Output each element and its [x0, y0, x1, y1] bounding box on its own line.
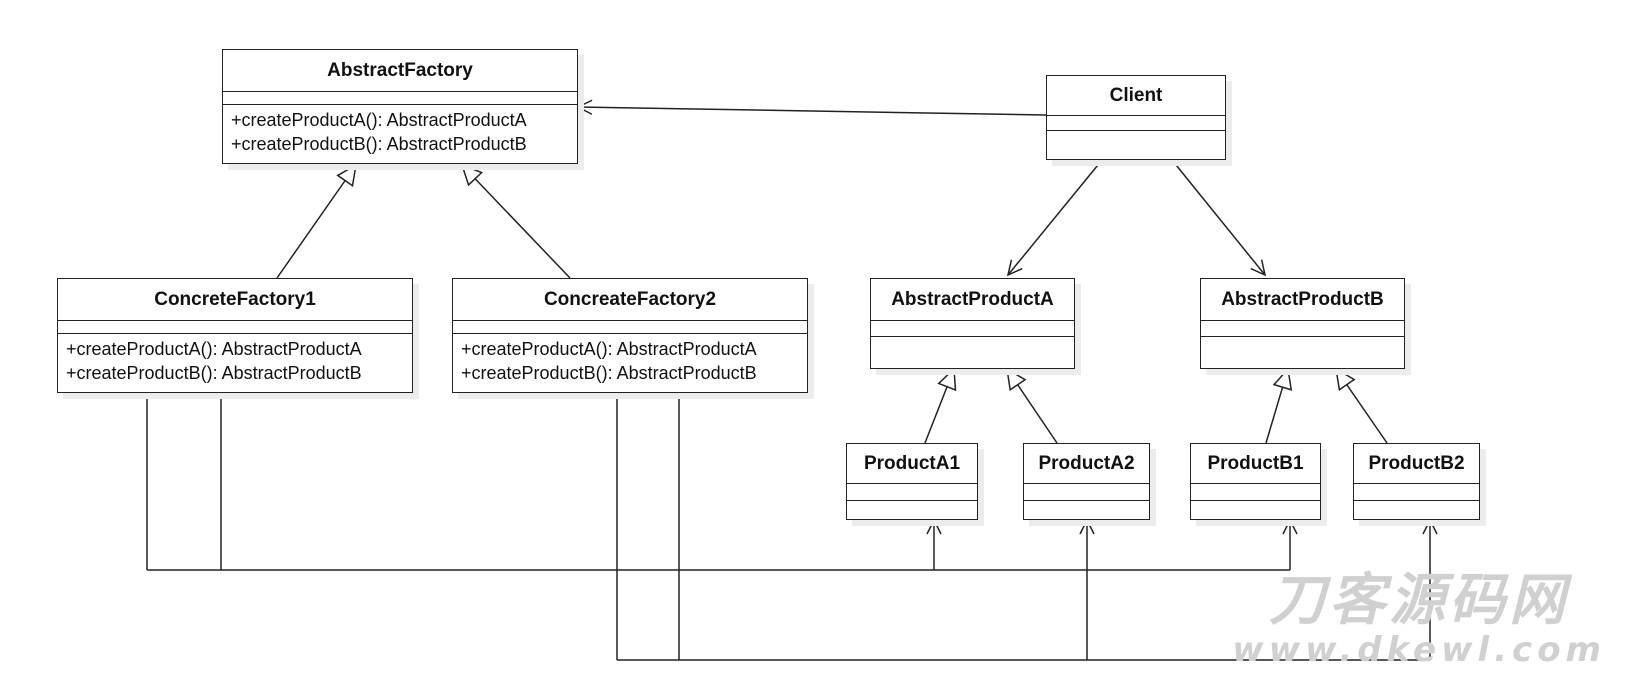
operations-compartment: +createProductA(): AbstractProductA +cre…: [58, 334, 412, 385]
operation: +createProductA(): AbstractProductA: [66, 339, 362, 359]
gen-product-b1: [1265, 369, 1288, 444]
class-name: ConcreateFactory2: [453, 279, 807, 321]
class-product-a2[interactable]: ProductA2: [1023, 443, 1150, 520]
class-name: ProductB1: [1191, 444, 1320, 484]
gen-product-b2: [1336, 369, 1388, 444]
gen-product-a1: [924, 369, 954, 444]
attributes-compartment: [847, 484, 977, 501]
assoc-client-abstract-product-a: [1006, 159, 1103, 277]
attributes-compartment: [1024, 484, 1149, 501]
gen-product-a2: [1007, 369, 1058, 444]
class-abstract-factory[interactable]: AbstractFactory +createProductA(): Abstr…: [222, 49, 578, 164]
operations-compartment: +createProductA(): AbstractProductA +cre…: [453, 334, 807, 385]
gen-concreate-factory2: [462, 165, 571, 279]
gen-concrete-factory1: [276, 165, 356, 279]
watermark-url: www.dkewl.com: [1232, 630, 1606, 670]
attributes-compartment: [1191, 484, 1320, 501]
assoc-client-abstract-product-b: [1171, 159, 1267, 277]
watermark-title: 刀客源码网: [1269, 568, 1570, 633]
attributes-compartment: [1201, 321, 1404, 337]
class-name: AbstractProductB: [1201, 279, 1404, 321]
assoc-client-abstract-factory: [576, 99, 1047, 116]
class-name: AbstractProductA: [871, 279, 1074, 321]
class-abstract-product-a[interactable]: AbstractProductA: [870, 278, 1075, 369]
operation: +createProductB(): AbstractProductB: [461, 363, 757, 383]
operation: +createProductB(): AbstractProductB: [231, 134, 527, 154]
attributes-compartment: [1047, 116, 1225, 131]
attributes-compartment: [58, 321, 412, 334]
operation: +createProductB(): AbstractProductB: [66, 363, 362, 383]
attributes-compartment: [223, 92, 577, 105]
class-name: ProductA1: [847, 444, 977, 484]
operations-compartment: +createProductA(): AbstractProductA +cre…: [223, 105, 577, 156]
class-concreate-factory2[interactable]: ConcreateFactory2 +createProductA(): Abs…: [452, 278, 808, 393]
class-product-a1[interactable]: ProductA1: [846, 443, 978, 520]
attributes-compartment: [1354, 484, 1479, 501]
class-name: ProductB2: [1354, 444, 1479, 484]
class-abstract-product-b[interactable]: AbstractProductB: [1200, 278, 1405, 369]
attributes-compartment: [871, 321, 1074, 337]
operation: +createProductA(): AbstractProductA: [231, 110, 527, 130]
operation: +createProductA(): AbstractProductA: [461, 339, 757, 359]
class-product-b2[interactable]: ProductB2: [1353, 443, 1480, 520]
class-name: ConcreteFactory1: [58, 279, 412, 321]
class-name: AbstractFactory: [223, 50, 577, 92]
class-name: Client: [1047, 76, 1225, 116]
watermark: 刀客源码网 www.dkewl.com: [1232, 568, 1606, 670]
class-product-b1[interactable]: ProductB1: [1190, 443, 1321, 520]
class-name: ProductA2: [1024, 444, 1149, 484]
class-concrete-factory1[interactable]: ConcreteFactory1 +createProductA(): Abst…: [57, 278, 413, 393]
attributes-compartment: [453, 321, 807, 334]
class-client[interactable]: Client: [1046, 75, 1226, 160]
